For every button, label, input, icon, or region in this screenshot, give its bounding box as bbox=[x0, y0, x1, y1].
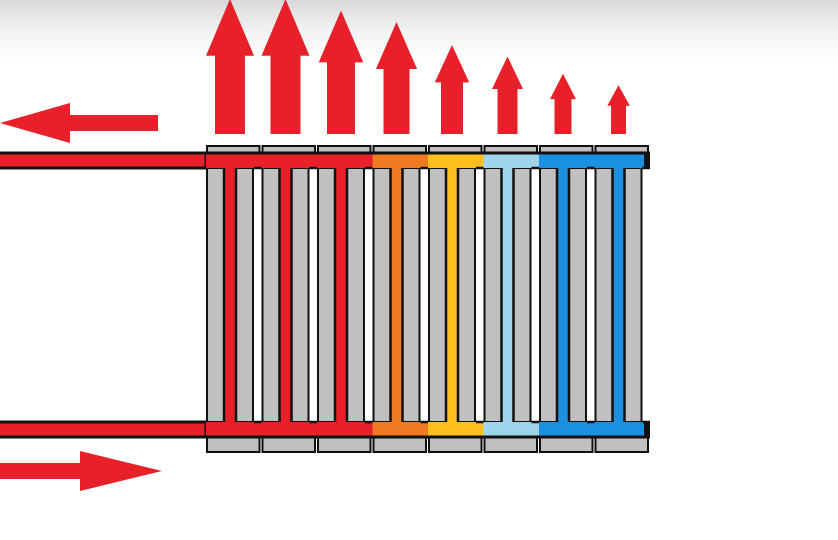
section-6-left-fin bbox=[483, 167, 503, 423]
section-2-right-fin bbox=[290, 167, 310, 423]
section-1-bottom-header-water bbox=[206, 422, 262, 437]
section-4-bottom-cap bbox=[372, 436, 427, 453]
section-1-right-fin bbox=[235, 167, 254, 423]
section-2-left-fin bbox=[261, 167, 281, 423]
section-8-riser-water bbox=[612, 167, 625, 423]
section-2-bottom-cap bbox=[261, 436, 316, 453]
section-1-riser-water bbox=[224, 167, 236, 423]
section-3-left-fin bbox=[317, 167, 336, 423]
section-2-bottom-header-water bbox=[261, 422, 317, 437]
section-8-right-fin bbox=[623, 167, 643, 423]
section-3-right-fin bbox=[346, 167, 365, 423]
top-flow-arrow bbox=[0, 103, 158, 143]
section-6-bottom-cap bbox=[483, 436, 538, 453]
section-8-bottom-cap bbox=[594, 436, 649, 453]
radiator-sections-group bbox=[206, 145, 649, 453]
section-7-left-fin bbox=[539, 167, 558, 423]
bottom-flow-arrow bbox=[0, 451, 162, 491]
section-5-bottom-header-water bbox=[428, 422, 484, 437]
water-channels-group bbox=[205, 151, 650, 439]
section-4-right-fin bbox=[401, 167, 421, 423]
section-1-top-header-water bbox=[206, 153, 262, 168]
section-3-riser-water bbox=[335, 167, 347, 423]
section-5-top-header-water bbox=[428, 153, 484, 168]
section-5-right-fin bbox=[457, 167, 476, 423]
heat-arrow-1 bbox=[206, 0, 254, 134]
pipes-group bbox=[0, 151, 208, 439]
heat-arrow-5 bbox=[434, 45, 470, 134]
top-pipe bbox=[0, 151, 208, 170]
flow-arrows-group bbox=[0, 103, 162, 491]
section-6-right-fin bbox=[512, 167, 532, 423]
heat-arrow-6 bbox=[492, 56, 523, 134]
heat-arrow-4 bbox=[375, 22, 418, 134]
section-8-top-header-water bbox=[594, 153, 650, 168]
bottom-header-end-cap bbox=[644, 422, 650, 437]
section-3-bottom-header-water bbox=[317, 422, 373, 437]
section-7-bottom-cap bbox=[539, 436, 594, 453]
section-2-riser-water bbox=[279, 167, 292, 423]
section-7-bottom-header-water bbox=[539, 422, 595, 437]
section-5-left-fin bbox=[428, 167, 447, 423]
section-3-bottom-cap bbox=[317, 436, 372, 453]
section-1-left-fin bbox=[206, 167, 225, 423]
section-7-riser-water bbox=[557, 167, 569, 423]
section-1-bottom-cap bbox=[206, 436, 261, 453]
heat-arrow-8 bbox=[607, 85, 630, 134]
section-3-top-header-water bbox=[317, 153, 373, 168]
bottom-pipe bbox=[0, 420, 208, 439]
section-7-right-fin bbox=[568, 167, 587, 423]
section-6-bottom-header-water bbox=[483, 422, 539, 437]
section-6-top-header-water bbox=[483, 153, 539, 168]
heat-arrow-3 bbox=[318, 10, 364, 134]
section-4-bottom-header-water bbox=[372, 422, 428, 437]
section-4-riser-water bbox=[390, 167, 403, 423]
section-5-bottom-cap bbox=[428, 436, 483, 453]
section-8-bottom-header-water bbox=[594, 422, 650, 437]
section-4-left-fin bbox=[372, 167, 392, 423]
section-4-top-header-water bbox=[372, 153, 428, 168]
heat-arrow-7 bbox=[550, 73, 576, 134]
section-5-riser-water bbox=[446, 167, 458, 423]
section-6-riser-water bbox=[501, 167, 514, 423]
section-7-top-header-water bbox=[539, 153, 595, 168]
top-header-end-cap bbox=[644, 153, 650, 168]
section-8-left-fin bbox=[594, 167, 614, 423]
heat-arrow-2 bbox=[261, 0, 310, 134]
section-2-top-header-water bbox=[261, 153, 317, 168]
heat-arrows-group bbox=[206, 0, 630, 134]
